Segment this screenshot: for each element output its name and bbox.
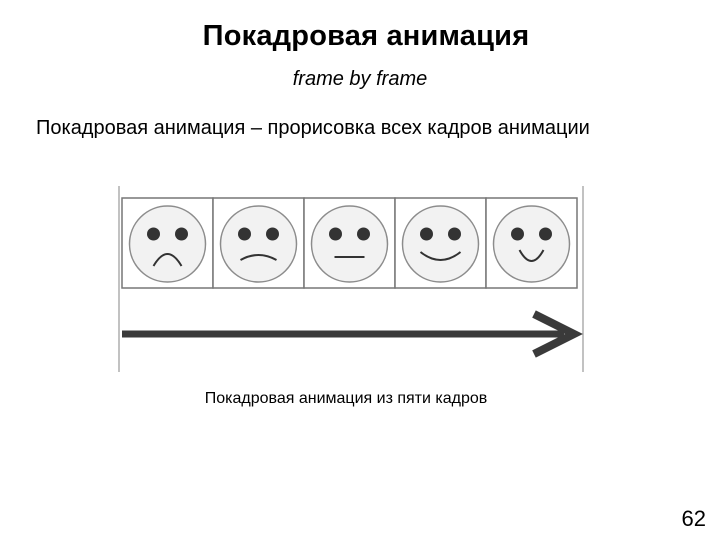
slightly-sad-face-icon — [219, 205, 298, 283]
slide-subtitle: frame by frame — [292, 68, 428, 90]
frames-strip — [121, 197, 578, 289]
neutral-face-icon — [310, 205, 389, 283]
frames-illustration — [118, 186, 584, 372]
mouth — [240, 254, 277, 261]
slightly-happy-face-icon — [401, 205, 480, 283]
mouth — [419, 251, 462, 261]
animation-frame — [212, 197, 305, 289]
animation-frame — [303, 197, 396, 289]
right-arrow-icon — [122, 310, 583, 358]
animation-frame — [394, 197, 487, 289]
slide-title: Покадровая анимация — [202, 20, 530, 52]
animation-frame — [485, 197, 578, 289]
sad-face-icon — [128, 205, 207, 283]
mouth — [152, 253, 183, 267]
definition-text: Покадровая анимация – прорисовка всех ка… — [36, 117, 590, 139]
happy-face-icon — [492, 205, 571, 283]
page-number: 62 — [681, 506, 706, 531]
animation-frame — [121, 197, 214, 289]
figure-caption: Покадровая анимация из пяти кадров — [204, 390, 488, 407]
mouth — [518, 249, 545, 262]
animation-frames-figure — [118, 186, 584, 372]
